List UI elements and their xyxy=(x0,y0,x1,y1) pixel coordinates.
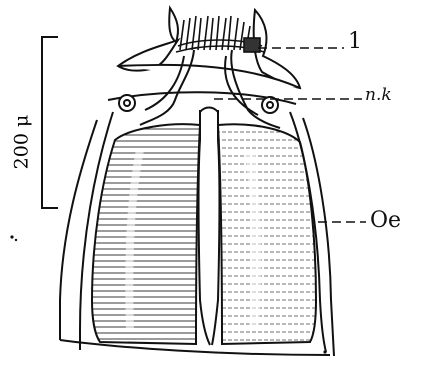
scale-bar xyxy=(42,37,58,208)
label-nk: n.k xyxy=(365,87,392,104)
label-oe: Oe xyxy=(370,210,401,232)
oesophagus-right xyxy=(218,124,316,344)
label-1: 1 xyxy=(348,31,362,53)
buccal-bristles xyxy=(176,16,264,52)
scale-bar-label: 200 μ xyxy=(10,115,32,170)
scale-bar-label-box: 200 μ xyxy=(3,110,39,174)
oesophagus-left xyxy=(92,124,200,344)
lip-region xyxy=(108,8,300,104)
